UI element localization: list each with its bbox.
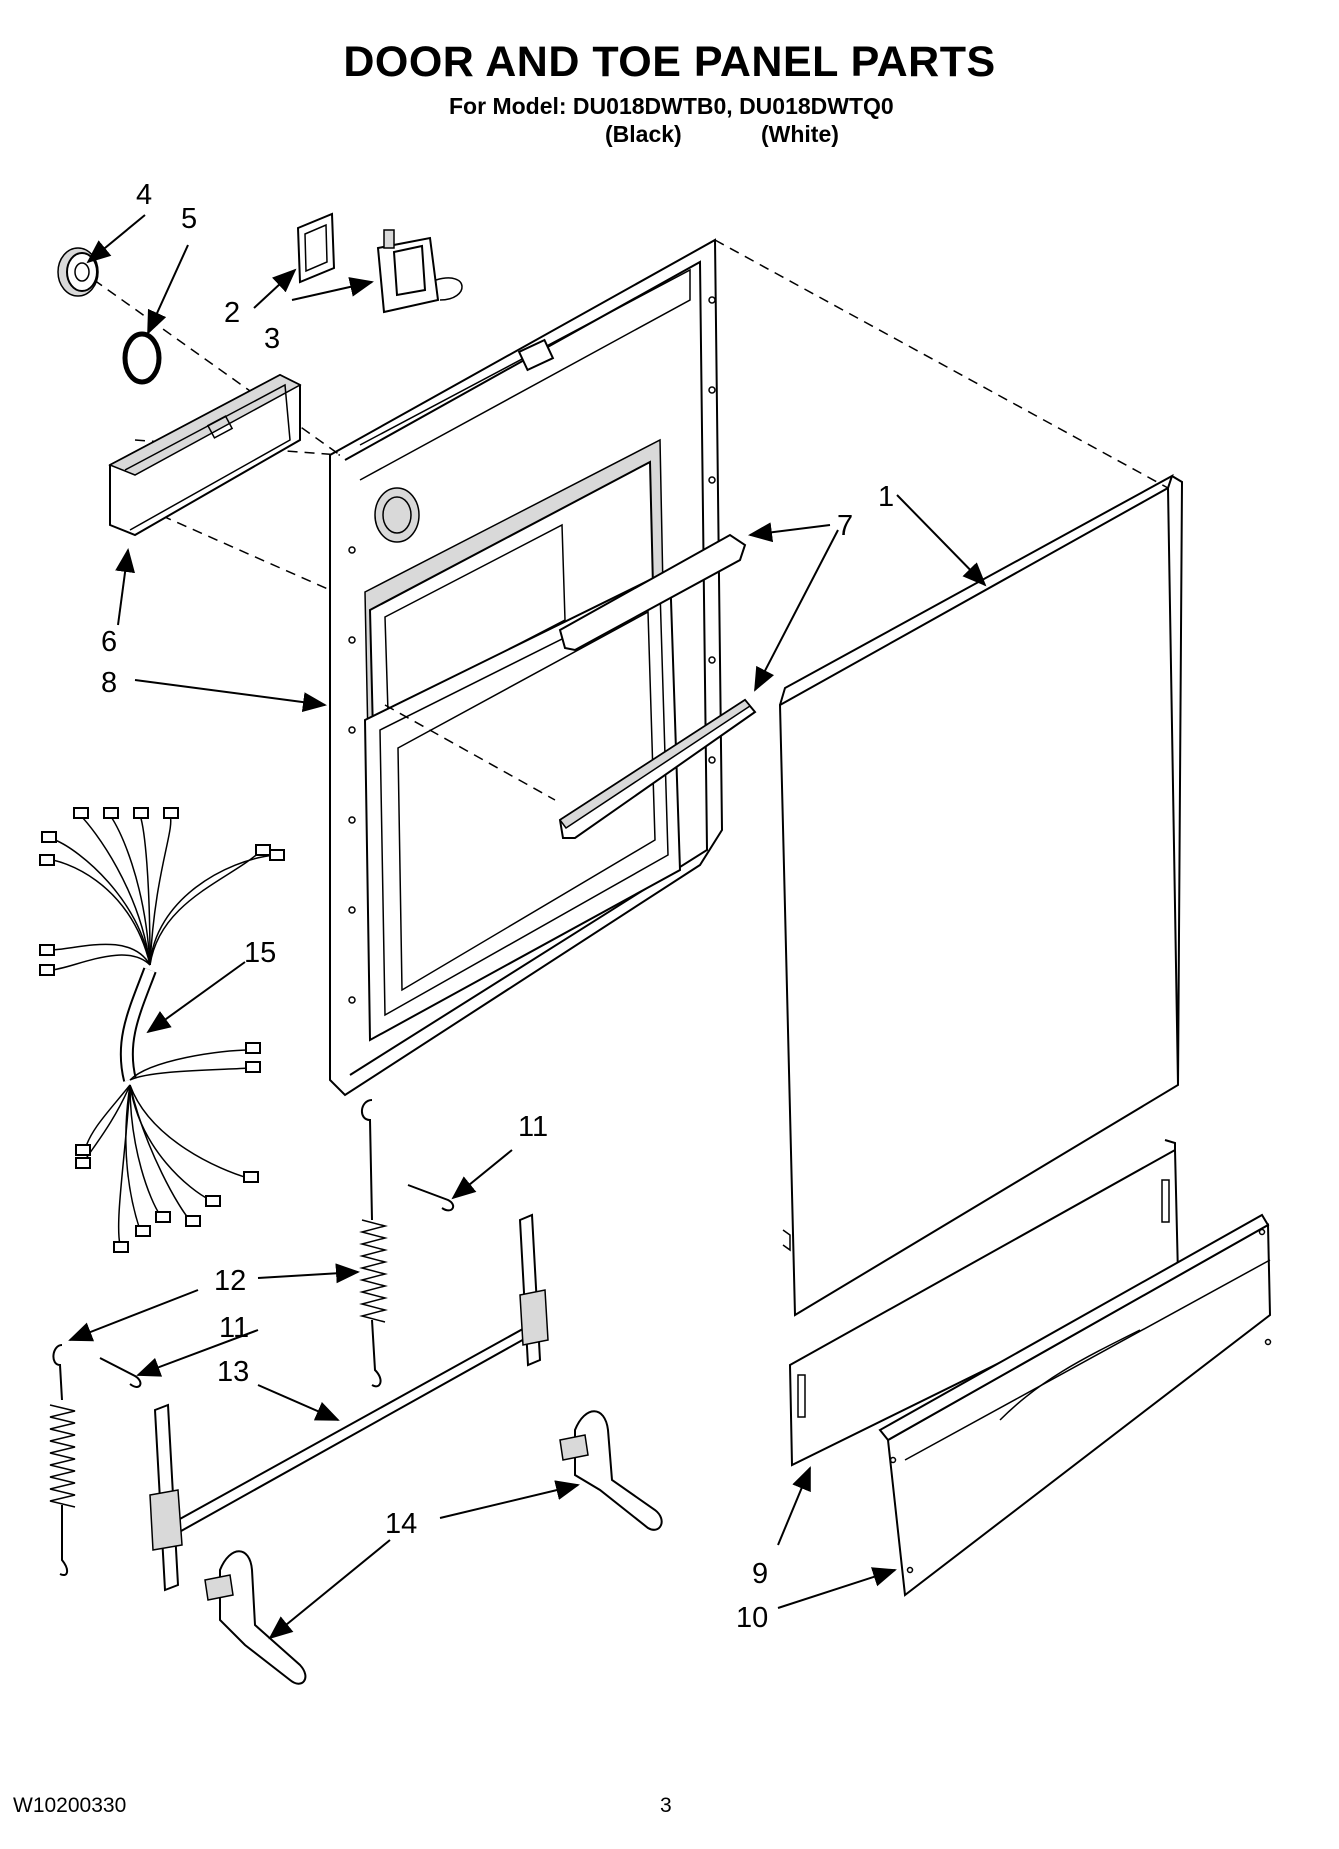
wire-harness-part-15 xyxy=(39,807,285,1253)
callout-11-lower: 11 xyxy=(219,1312,249,1344)
callout-14: 14 xyxy=(385,1508,417,1540)
page-number: 3 xyxy=(660,1794,672,1817)
callout-3: 3 xyxy=(264,323,280,355)
hinge-part-14-left xyxy=(204,1550,307,1685)
spring-clip-part-11-upper xyxy=(407,1184,455,1212)
hinge-rod-part-13 xyxy=(149,1213,549,1592)
dispenser-part-6 xyxy=(108,373,302,537)
callout-6: 6 xyxy=(101,626,117,658)
inner-door-part-8 xyxy=(329,238,724,1097)
variant-black-label: (Black) xyxy=(605,121,682,147)
callout-labels: 1 2 3 4 5 6 7 8 9 10 11 11 12 13 14 15 xyxy=(101,179,894,1634)
door-spring-part-12-upper xyxy=(359,1099,388,1388)
callout-8: 8 xyxy=(101,667,117,699)
callout-9: 9 xyxy=(752,1558,768,1590)
leader-lines xyxy=(68,214,987,1640)
callout-12: 12 xyxy=(214,1265,246,1297)
callout-10: 10 xyxy=(736,1602,768,1634)
variant-white-label: (White) xyxy=(761,121,839,147)
page-title: DOOR AND TOE PANEL PARTS xyxy=(343,38,996,86)
label-part-2 xyxy=(296,212,336,284)
dispenser-cap-part-4 xyxy=(57,247,99,297)
callout-1: 1 xyxy=(878,481,894,513)
callout-5: 5 xyxy=(181,203,197,235)
callout-2: 2 xyxy=(224,297,240,329)
callout-15: 15 xyxy=(244,937,276,969)
document-number: W10200330 xyxy=(13,1794,127,1817)
cap-gasket-part-5 xyxy=(122,331,162,385)
actuator-part-3 xyxy=(376,229,463,314)
spring-clip-part-11-lower xyxy=(99,1357,142,1388)
door-bracket-part-7 xyxy=(558,533,757,839)
model-subtitle: For Model: DU018DWTB0, DU018DWTQ0 xyxy=(449,93,894,119)
callout-11-upper: 11 xyxy=(518,1111,548,1143)
door-spring-part-12-lower xyxy=(49,1344,76,1576)
callout-7: 7 xyxy=(837,510,853,542)
hinge-part-14-right xyxy=(559,1410,663,1531)
callout-4: 4 xyxy=(136,179,152,211)
callout-13: 13 xyxy=(217,1356,249,1388)
toe-plate-part-10 xyxy=(878,1213,1272,1597)
